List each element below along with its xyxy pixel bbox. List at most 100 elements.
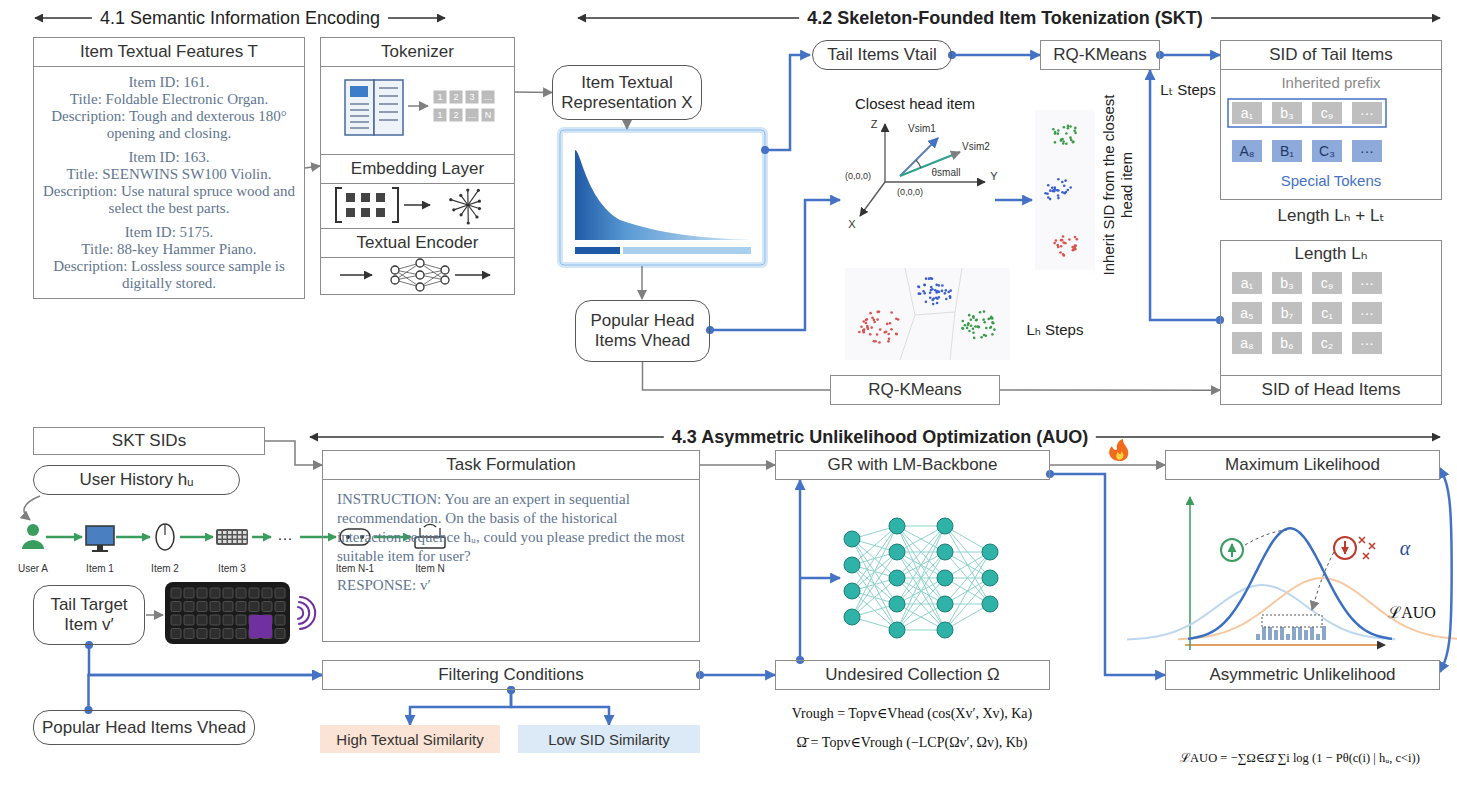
sid-token: a₁ <box>1232 102 1262 124</box>
data-point <box>935 284 938 287</box>
data-point <box>938 296 941 299</box>
embedding-ray <box>467 205 468 223</box>
data-point <box>991 333 994 336</box>
data-point <box>1060 139 1063 142</box>
network-unit <box>391 276 399 284</box>
network-unit <box>982 570 998 586</box>
keyboard-icon <box>165 582 290 644</box>
node-text: Title: Foldable Electronic Organ. <box>34 91 304 108</box>
node-text: Embedding Layer <box>321 154 514 184</box>
sequence-arrow <box>46 536 82 539</box>
data-point <box>1069 136 1072 139</box>
rounded-box: Popular Head Items Vhead <box>33 710 255 745</box>
data-point <box>865 319 868 322</box>
data-point <box>1052 189 1055 192</box>
data-point <box>975 318 978 321</box>
axis-label: Y <box>990 170 997 182</box>
plot-caption: Closest head item <box>855 95 975 112</box>
data-point <box>884 331 887 334</box>
data-point <box>1063 126 1066 129</box>
data-point <box>991 321 994 324</box>
node-text: User History hᵤ <box>79 470 193 490</box>
data-point <box>895 333 898 336</box>
process-box: Maximum Likelihood <box>1165 450 1440 480</box>
node-text: Title: SEENWINS SW100 Violin. <box>34 166 304 183</box>
data-point <box>970 318 973 321</box>
embedding-ray <box>467 190 468 205</box>
icon-arrow <box>455 274 490 276</box>
node-text: SKT SIDs <box>112 431 186 451</box>
embedding-point <box>467 221 470 224</box>
connector <box>952 54 1040 57</box>
data-point <box>935 296 938 299</box>
flow-line <box>995 199 1032 202</box>
data-point <box>870 326 873 329</box>
data-point <box>966 327 969 330</box>
data-point <box>876 311 879 314</box>
node-text: Textual Encoder <box>321 228 514 258</box>
node-text: Filtering Conditions <box>438 665 584 685</box>
data-point <box>1072 141 1075 144</box>
connector <box>410 690 511 725</box>
network-unit <box>844 583 860 599</box>
node-text: RQ-KMeans <box>1053 45 1147 65</box>
data-point <box>993 328 996 331</box>
data-point <box>862 329 865 332</box>
token-cell: 2 <box>450 109 463 122</box>
data-point <box>925 277 928 280</box>
data-point <box>1053 242 1056 245</box>
node-text: INSTRUCTION: You are an expert in sequen… <box>323 480 699 570</box>
data-point <box>1054 132 1057 135</box>
data-point <box>886 323 889 326</box>
key <box>210 588 220 598</box>
icon-arrow <box>408 105 428 107</box>
key <box>228 536 232 539</box>
data-point <box>1057 197 1060 200</box>
data-point <box>1068 238 1071 241</box>
feature-panel: Item Textual Features TItem ID: 161.Titl… <box>33 37 305 299</box>
loss-symbol: ℒAUO <box>1388 601 1436 623</box>
process-box: GR with LM-Backbone <box>775 450 1050 480</box>
flow-arrow <box>626 121 628 129</box>
distribution-curve <box>1178 578 1457 639</box>
key <box>223 602 233 612</box>
embedding-point <box>477 189 480 192</box>
embedding-point <box>478 207 481 210</box>
key <box>184 602 194 612</box>
flame-icon <box>1116 451 1123 460</box>
section-heading: 4.1 Semantic Information Encoding <box>92 8 388 29</box>
key <box>238 540 242 543</box>
node-text: Tail Target Item v′ <box>40 595 138 635</box>
scatter-ground <box>1035 110 1095 270</box>
data-point <box>931 277 934 280</box>
token-cell: … <box>466 109 479 122</box>
sid-token: b₇ <box>1272 302 1302 324</box>
sid-token: a₅ <box>1232 302 1262 324</box>
data-point <box>1072 141 1075 144</box>
book-line <box>350 109 369 111</box>
data-point <box>1047 184 1050 187</box>
flow-arrow <box>146 614 163 616</box>
connector <box>1160 54 1220 57</box>
data-point <box>936 302 939 305</box>
data-point <box>874 340 877 343</box>
network-unit <box>937 570 953 586</box>
data-point <box>929 296 932 299</box>
data-point <box>970 324 973 327</box>
sid-token: B₁ <box>1272 140 1302 162</box>
data-point <box>1059 251 1062 254</box>
data-point <box>1074 247 1077 250</box>
rounded-box: Tail Items Vtail <box>812 40 952 70</box>
data-point <box>1074 236 1077 239</box>
data-point <box>869 312 872 315</box>
sound-wave <box>299 597 315 629</box>
data-point <box>890 328 893 331</box>
data-point <box>985 334 988 337</box>
condition-box: High Textual Similarity <box>320 725 500 753</box>
key <box>197 588 207 598</box>
key <box>238 531 242 534</box>
node-text: Special Tokens <box>1221 172 1441 189</box>
user-icon <box>27 524 39 536</box>
network-unit <box>937 518 953 534</box>
angle-arc <box>916 160 921 168</box>
